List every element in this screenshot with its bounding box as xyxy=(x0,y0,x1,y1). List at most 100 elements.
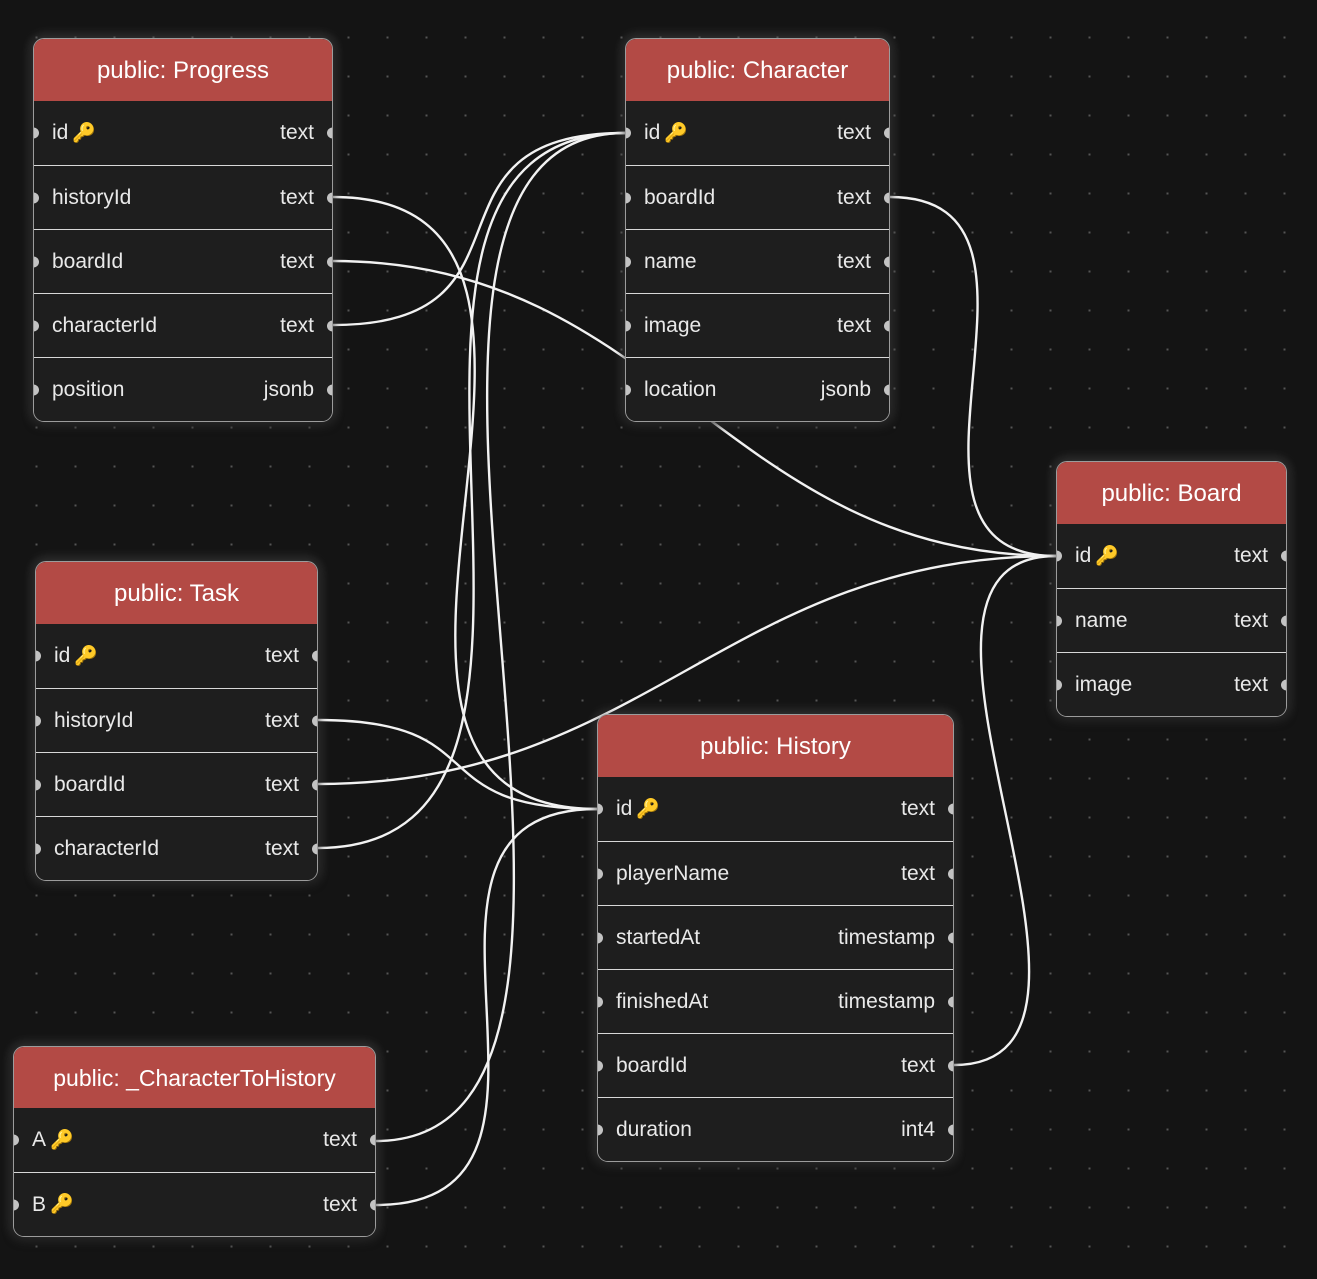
port-left-charactertohistory-B[interactable] xyxy=(14,1199,19,1210)
port-left-task-historyId[interactable] xyxy=(36,715,41,726)
primary-key-icon: 🔑 xyxy=(50,1129,74,1151)
port-left-history-duration[interactable] xyxy=(598,1124,603,1135)
column-row[interactable]: B🔑text xyxy=(14,1172,375,1236)
port-left-character-id[interactable] xyxy=(626,127,631,139)
port-right-task-id[interactable] xyxy=(312,650,317,662)
port-left-character-name[interactable] xyxy=(626,256,631,267)
port-right-task-characterId[interactable] xyxy=(312,843,317,854)
port-right-character-id[interactable] xyxy=(884,127,889,139)
port-left-task-characterId[interactable] xyxy=(36,843,41,854)
port-left-board-name[interactable] xyxy=(1057,615,1062,626)
port-left-character-boardId[interactable] xyxy=(626,192,631,203)
port-right-task-historyId[interactable] xyxy=(312,715,317,726)
port-right-board-name[interactable] xyxy=(1281,615,1286,626)
port-right-progress-boardId[interactable] xyxy=(327,256,332,267)
column-name: playerName xyxy=(616,862,729,886)
port-right-character-image[interactable] xyxy=(884,320,889,331)
column-name-label: duration xyxy=(616,1117,692,1141)
port-right-history-duration[interactable] xyxy=(948,1124,953,1135)
column-type: text xyxy=(1234,544,1268,567)
column-row[interactable]: A🔑text xyxy=(14,1108,375,1172)
column-row[interactable]: id🔑text xyxy=(34,101,332,165)
port-left-history-id[interactable] xyxy=(598,803,603,815)
port-right-progress-historyId[interactable] xyxy=(327,192,332,203)
port-left-board-id[interactable] xyxy=(1057,550,1062,562)
port-left-progress-id[interactable] xyxy=(34,127,39,139)
column-name: id🔑 xyxy=(54,644,98,668)
port-right-history-playerName[interactable] xyxy=(948,868,953,879)
column-name: name xyxy=(1075,609,1128,633)
port-right-character-location[interactable] xyxy=(884,384,889,395)
port-left-progress-characterId[interactable] xyxy=(34,320,39,331)
port-right-character-name[interactable] xyxy=(884,256,889,267)
port-left-board-image[interactable] xyxy=(1057,679,1062,690)
table-title-board: public: Board xyxy=(1057,462,1286,524)
port-right-charactertohistory-B[interactable] xyxy=(370,1199,375,1210)
port-right-character-boardId[interactable] xyxy=(884,192,889,203)
column-type: text xyxy=(1234,672,1268,696)
port-right-history-finishedAt[interactable] xyxy=(948,996,953,1007)
port-left-progress-historyId[interactable] xyxy=(34,192,39,203)
port-left-character-image[interactable] xyxy=(626,320,631,331)
column-row[interactable]: id🔑text xyxy=(598,777,953,841)
column-name-label: position xyxy=(52,377,125,401)
port-left-task-id[interactable] xyxy=(36,650,41,662)
column-row[interactable]: id🔑text xyxy=(36,624,317,688)
column-name-label: id xyxy=(54,644,71,667)
port-right-progress-id[interactable] xyxy=(327,127,332,139)
port-right-history-startedAt[interactable] xyxy=(948,932,953,943)
port-left-history-boardId[interactable] xyxy=(598,1060,603,1071)
port-left-history-startedAt[interactable] xyxy=(598,932,603,943)
port-right-progress-characterId[interactable] xyxy=(327,320,332,331)
port-right-charactertohistory-A[interactable] xyxy=(370,1134,375,1146)
relationship-edge-character-boardId-to-board xyxy=(888,195,1058,558)
column-name-label: image xyxy=(644,313,702,337)
column-type: text xyxy=(901,797,935,820)
port-left-progress-boardId[interactable] xyxy=(34,256,39,267)
port-left-progress-position[interactable] xyxy=(34,384,39,395)
column-row[interactable]: id🔑text xyxy=(626,101,889,165)
column-name: location xyxy=(644,378,716,402)
port-right-history-id[interactable] xyxy=(948,803,953,815)
column-name: finishedAt xyxy=(616,990,708,1014)
port-left-task-boardId[interactable] xyxy=(36,779,41,790)
port-right-board-image[interactable] xyxy=(1281,679,1286,690)
column-name: characterId xyxy=(52,314,157,338)
port-right-history-boardId[interactable] xyxy=(948,1060,953,1071)
port-right-task-boardId[interactable] xyxy=(312,779,317,790)
port-left-charactertohistory-A[interactable] xyxy=(14,1134,19,1146)
column-row[interactable]: id🔑text xyxy=(1057,524,1286,588)
port-right-progress-position[interactable] xyxy=(327,384,332,395)
column-name-label: name xyxy=(644,249,697,273)
port-right-board-id[interactable] xyxy=(1281,550,1286,562)
port-left-history-finishedAt[interactable] xyxy=(598,996,603,1007)
port-left-character-location[interactable] xyxy=(626,384,631,395)
port-left-history-playerName[interactable] xyxy=(598,868,603,879)
